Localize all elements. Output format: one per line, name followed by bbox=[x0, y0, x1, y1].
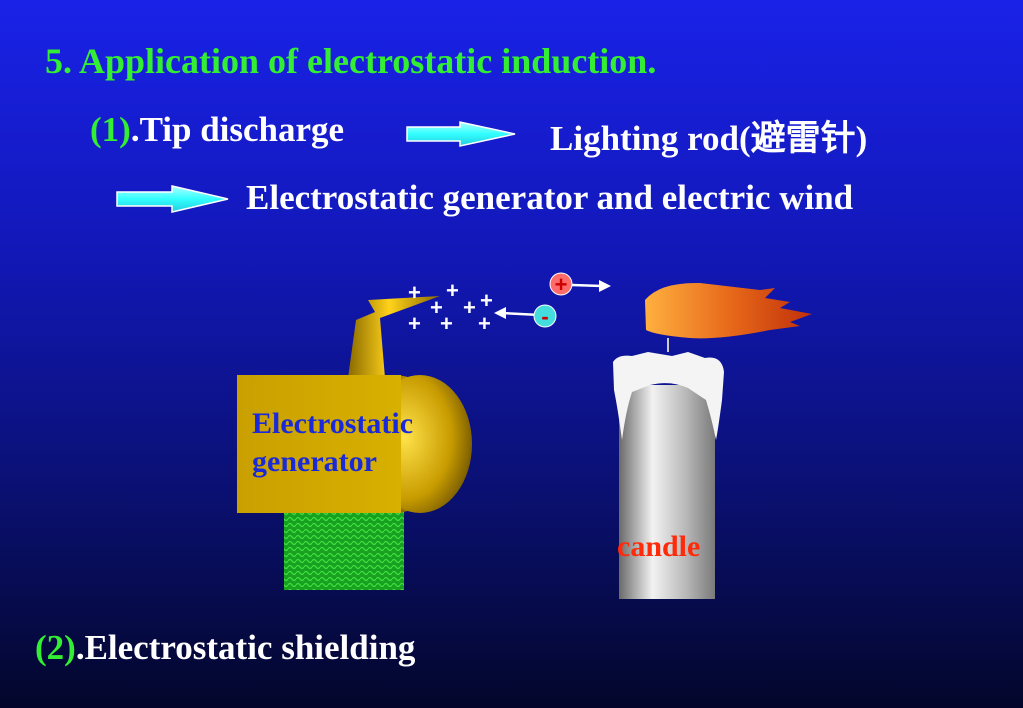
tip-discharge-text: .Tip discharge bbox=[130, 110, 345, 149]
shielding-text: .Electrostatic shielding bbox=[75, 628, 416, 667]
tip-charge-plus: + bbox=[408, 280, 421, 305]
tip-to-rod-arrow bbox=[406, 121, 516, 147]
positive-ion-sign: + bbox=[555, 272, 568, 297]
tip-charge-plus: + bbox=[478, 311, 491, 336]
negative-ion-sign: - bbox=[541, 304, 548, 329]
tip-charge-plus: + bbox=[463, 295, 476, 320]
positive-ion: + bbox=[549, 272, 611, 297]
generator-label-line1: Electrostatic bbox=[252, 407, 414, 440]
generator-wind-arrow bbox=[116, 185, 229, 213]
generator-stand-mesh bbox=[284, 512, 404, 590]
slide-title: 5. Application of electrostatic inductio… bbox=[45, 41, 657, 81]
tip-discharge-number: (1) bbox=[90, 110, 131, 149]
generator-label-line2: generator bbox=[252, 445, 377, 478]
tip-charge-plus: + bbox=[430, 295, 443, 320]
tip-charge-plus: + bbox=[408, 311, 421, 336]
candle-flame bbox=[645, 282, 812, 339]
candle bbox=[613, 338, 724, 599]
tip-charge-plus: + bbox=[440, 311, 453, 336]
discharge-tip bbox=[348, 296, 440, 378]
generator-label: Electrostatic generator bbox=[252, 405, 413, 481]
tip-charge-plus: + bbox=[480, 288, 493, 313]
generator-body bbox=[237, 375, 472, 513]
generator-wind-label: Electrostatic generator and electric win… bbox=[246, 178, 854, 217]
lightning-rod-label: Lighting rod(避雷针) bbox=[550, 119, 868, 158]
shielding-heading: (2).Electrostatic shielding bbox=[35, 628, 415, 668]
shielding-number: (2) bbox=[35, 628, 76, 667]
candle-label: candle bbox=[617, 530, 701, 563]
tip-charge-plus: + bbox=[446, 278, 459, 303]
negative-ion: - bbox=[494, 304, 557, 329]
tip-discharge-heading: (1).Tip discharge bbox=[90, 110, 344, 150]
